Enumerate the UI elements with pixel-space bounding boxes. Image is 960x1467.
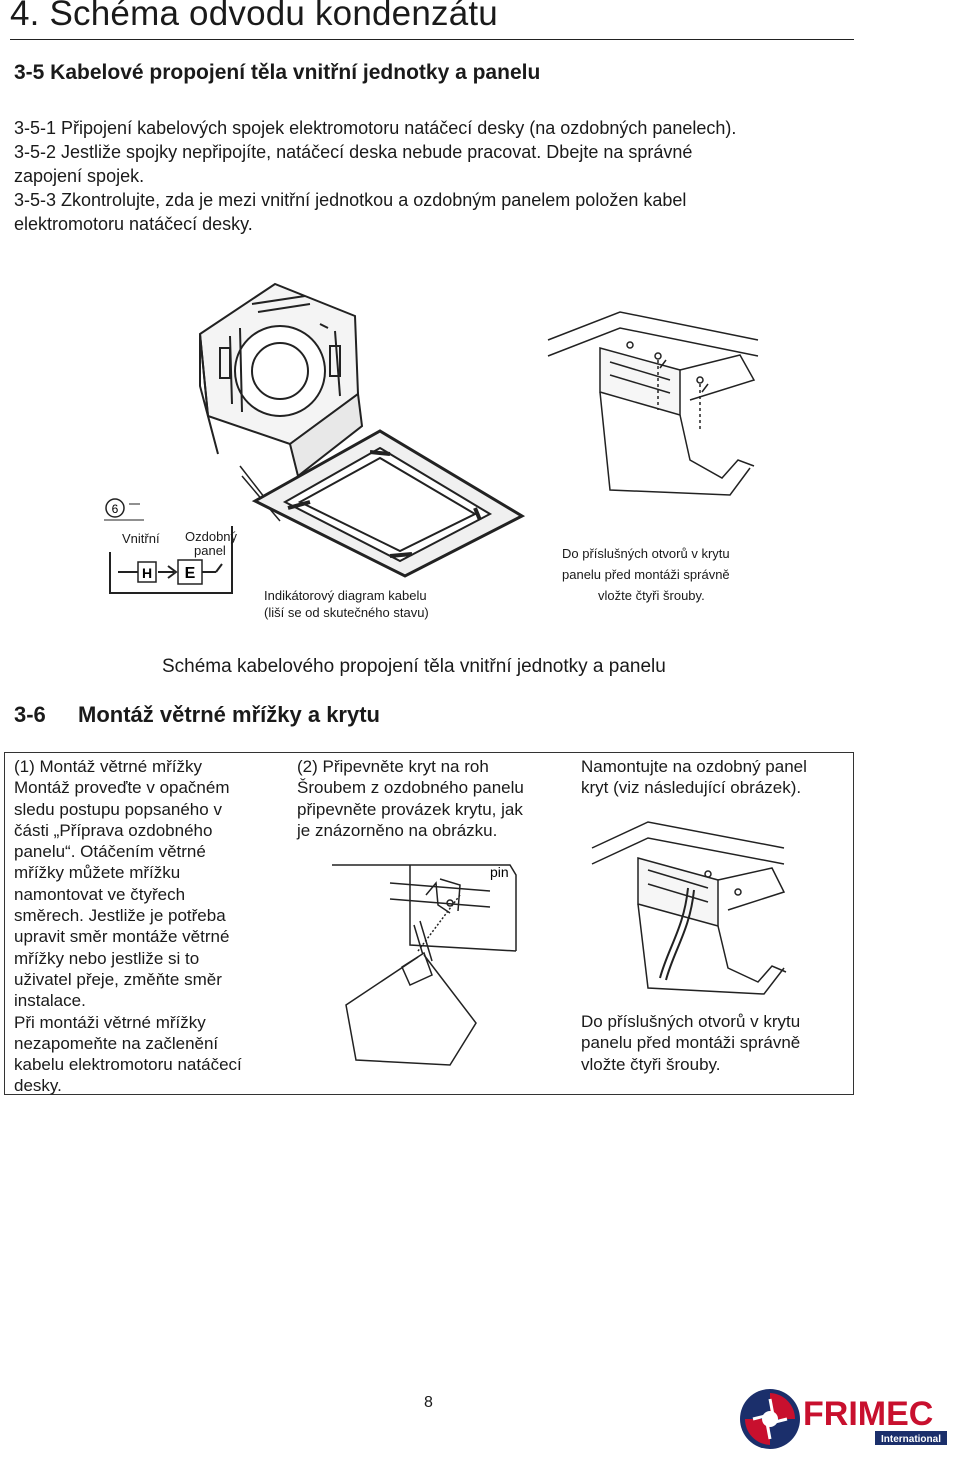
text-line: mřížky nebo jestliže si to xyxy=(14,948,200,968)
text-line: desky. xyxy=(14,1076,62,1096)
text-line: (2) Připevněte kryt na roh xyxy=(297,757,489,776)
text-line: směrech. Jestliže je potřeba xyxy=(14,906,226,926)
text-line: zapojení spojek. xyxy=(14,166,145,186)
screws-line-3: vložte čtyři šrouby. xyxy=(598,588,705,603)
grille-pin-illustration: pin xyxy=(332,864,517,1066)
section-number: 3-6 xyxy=(14,702,46,727)
text-line: sledu postupu popsaného v xyxy=(14,799,222,819)
text-line: je znázorněno na obrázku. xyxy=(297,820,498,840)
indicator-line-1: Indikátorový diagram kabelu xyxy=(264,588,427,603)
text-line: Namontujte na ozdobný panel xyxy=(581,757,807,776)
text-line: panelu“. Otáčením větrné xyxy=(14,842,206,862)
logo-subtext: International xyxy=(881,1434,941,1445)
logo-text: FRIMEC xyxy=(803,1395,933,1433)
text-line: Šroubem z ozdobného panelu xyxy=(297,778,524,798)
cover-mounting-illustration xyxy=(591,821,787,995)
logo-emblem-icon xyxy=(740,1389,800,1449)
title-divider xyxy=(10,39,854,40)
page-number: 8 xyxy=(424,1394,433,1411)
text-line: části „Příprava ozdobného xyxy=(14,820,213,840)
label-ozdobny: Ozdobný xyxy=(185,529,238,544)
frimec-logo: FRIMEC International xyxy=(740,1389,947,1449)
connector-h-label: H xyxy=(142,565,152,581)
instructions-box xyxy=(4,752,854,1095)
section-title: Montáž větrné mřížky a krytu xyxy=(78,702,380,727)
screws-line-2: panelu před montáži správně xyxy=(562,567,730,582)
text-line: 3-5-3 Zkontrolujte, zda je mezi vnitřní … xyxy=(14,190,687,210)
screws-line-1: Do příslušných otvorů v krytu xyxy=(562,546,730,561)
indoor-unit-panel-illustration xyxy=(198,282,526,578)
section-3-5-heading: 3-5 Kabelové propojení těla vnitřní jedn… xyxy=(14,61,541,84)
text-line: Při montáži větrné mřížky xyxy=(14,1012,206,1032)
panel-screws-illustration xyxy=(547,311,759,496)
text-line: kryt (viz následující obrázek). xyxy=(581,778,802,798)
text-line: připevněte provázek krytu, jak xyxy=(297,799,523,819)
text-line: 3-5-2 Jestliže spojky nepřipojíte, natáč… xyxy=(14,142,693,162)
text-line: Montáž proveďte v opačném xyxy=(14,778,230,798)
figure-caption: Schéma kabelového propojení těla vnitřní… xyxy=(162,656,666,677)
section-3-6-heading: 3-6 Montáž větrné mřížky a krytu xyxy=(14,702,380,728)
connector-e-label: E xyxy=(185,565,196,582)
text-line: vložte čtyři šrouby. xyxy=(581,1054,721,1074)
instruction-column-2: (2) Připevněte kryt na roh Šroubem z ozd… xyxy=(297,756,524,841)
pin-label: pin xyxy=(490,864,509,880)
instruction-column-1: (1) Montáž větrné mřížky Montáž proveďte… xyxy=(14,756,242,1097)
text-line: panelu před montáži správně xyxy=(581,1033,801,1053)
text-line: instalace. xyxy=(14,991,86,1011)
text-line: (1) Montáž větrné mřížky xyxy=(14,757,202,776)
text-line: uživatel přeje, změňte směr xyxy=(14,969,222,989)
step-marker: 6 xyxy=(112,502,119,516)
page-title: 4. Schéma odvodu kondenzátu xyxy=(10,0,498,33)
indicator-line-2: (liší se od skutečného stavu) xyxy=(264,605,429,620)
text-line: kabelu elektromotoru natáčecí xyxy=(14,1055,242,1075)
instruction-column-3-bottom: Do příslušných otvorů v krytu panelu pře… xyxy=(581,1011,800,1075)
text-line: 3-5-1 Připojení kabelových spojek elektr… xyxy=(14,118,737,138)
label-vnitrni: Vnitřní xyxy=(122,531,160,546)
label-panel: panel xyxy=(194,543,226,558)
connector-detail-illustration: 6 H E xyxy=(104,498,233,594)
text-line: mřížky můžete mřížku xyxy=(14,863,181,883)
text-line: upravit směr montáže větrné xyxy=(14,927,230,947)
section-3-5-text: 3-5-1 Připojení kabelových spojek elektr… xyxy=(14,116,814,236)
instruction-column-3: Namontujte na ozdobný panel kryt (viz ná… xyxy=(581,756,807,799)
text-line: namontovat ve čtyřech xyxy=(14,884,186,904)
text-line: Do příslušných otvorů v krytu xyxy=(581,1012,801,1031)
text-line: elektromotoru natáčecí desky. xyxy=(14,214,253,234)
text-line: nezapomeňte na začlenění xyxy=(14,1033,219,1053)
